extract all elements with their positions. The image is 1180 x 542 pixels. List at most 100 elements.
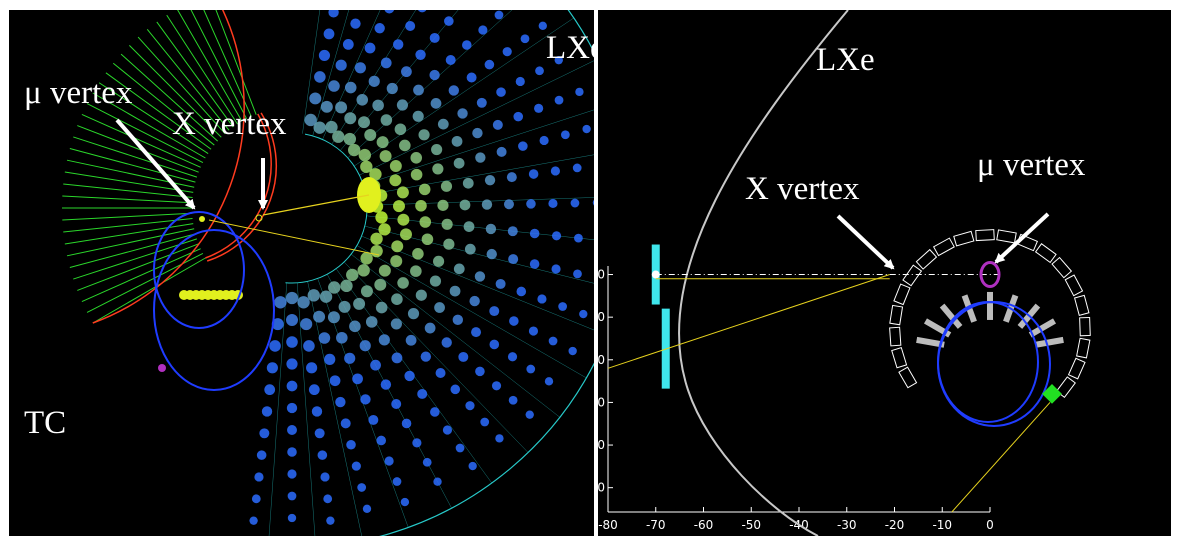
tc-bar [64, 171, 194, 193]
pmt-hit [360, 252, 373, 265]
lxe-outer-arc [378, 10, 594, 536]
lxe-spoke [296, 282, 316, 536]
pmt-hit [401, 418, 412, 429]
pmt-hit [378, 223, 391, 236]
tc-bar [190, 10, 248, 120]
pmt-hit [481, 199, 493, 210]
pmt-hit [452, 314, 463, 326]
pmt-hit [350, 18, 361, 29]
pmt-hit [506, 172, 517, 183]
pmt-hit [314, 71, 326, 83]
pmt-hit [336, 331, 348, 344]
y-tick-label: -10 [598, 310, 605, 324]
pmt-hit [328, 281, 341, 294]
pmt-hit [495, 278, 506, 289]
tc-bar [62, 195, 193, 204]
pmt-hit [372, 99, 384, 112]
pmt-hit [502, 47, 512, 57]
dc-sector [932, 237, 955, 257]
lxe-spoke [343, 261, 529, 453]
pmt-hit [515, 76, 525, 87]
pmt-hit [412, 438, 422, 448]
pmt-hit [362, 504, 372, 513]
gamma-line [607, 274, 890, 369]
pmt-hit [390, 255, 403, 268]
pmt-hit [374, 278, 387, 291]
pmt-hit [354, 62, 366, 74]
pmt-hit [338, 300, 351, 313]
lxe-spoke [268, 282, 288, 536]
pmt-hit [287, 447, 297, 457]
pmt-hit [351, 461, 361, 471]
pmt-hit [575, 87, 584, 97]
pmt-hit [418, 183, 431, 196]
dc-hits [916, 336, 945, 348]
pmt-hit [430, 407, 440, 417]
pmt-hit [489, 339, 500, 350]
tc-bar [92, 257, 206, 324]
pmt-hit [397, 277, 409, 289]
pmt-hit [579, 309, 588, 319]
pmt-hit [415, 49, 426, 60]
pmt-hit [484, 174, 496, 186]
pmt-hit [304, 113, 317, 127]
dc-sector [889, 326, 902, 347]
lxe-spoke [359, 60, 594, 176]
pmt-hit [393, 200, 405, 213]
pmt-hit [458, 351, 469, 362]
pmt-hit [306, 362, 318, 374]
lxe-spoke [331, 10, 417, 145]
dc-sector [996, 229, 1017, 244]
lxe-spoke [354, 17, 575, 167]
pmt-hit [551, 231, 562, 241]
pmt-hit [468, 461, 477, 471]
pmt-hit [396, 186, 409, 199]
pmt-hit [489, 306, 500, 317]
pmt-hit [443, 238, 455, 250]
pmt-hit [484, 59, 495, 70]
x-vertex-arrow [836, 214, 895, 270]
pmt-hit [401, 66, 412, 78]
pmt-hit [455, 443, 465, 453]
pmt-hit [537, 294, 547, 304]
pmt-hit [442, 425, 453, 435]
pmt-hit [364, 42, 376, 54]
pmt-hit [364, 129, 377, 142]
y-tick-label: -20 [598, 353, 605, 367]
pmt-hit [323, 494, 333, 504]
pmt-hit [412, 110, 424, 122]
y-tick-label: -30 [598, 395, 605, 409]
pmt-hit [420, 351, 432, 362]
pmt-hit [274, 296, 287, 309]
pmt-hit [378, 334, 390, 346]
pmt-hit [359, 340, 371, 352]
x-tick-label: -60 [694, 518, 714, 532]
pmt-hit [503, 199, 514, 210]
pmt-hit [368, 414, 379, 425]
tc-bar [112, 62, 215, 146]
projection-axes: -80-70-60-50-40-30-20-1000-10-20-30-40-5… [598, 266, 994, 532]
pmt-hit [459, 199, 471, 211]
lxe-label: LXe [816, 42, 875, 78]
pmt-hit [343, 132, 357, 146]
tc-outer-edge [92, 10, 245, 324]
pmt-hit [269, 340, 281, 352]
x-tick-label: 0 [986, 518, 994, 532]
pmt-hit [254, 472, 264, 482]
tc-bar [86, 252, 204, 313]
pmt-hit [335, 396, 346, 408]
pmt-hit [462, 40, 472, 50]
pmt-hit [346, 268, 359, 282]
positron-helix [153, 211, 245, 329]
lxe-spoke [312, 10, 350, 136]
x-tick-label: -10 [932, 518, 952, 532]
pmt-hit [472, 127, 483, 139]
pmt-hit [486, 248, 497, 260]
pmt-hit [475, 152, 486, 163]
target-marker [651, 270, 660, 279]
dc-sector [902, 264, 923, 287]
mu-vertex-marker [979, 261, 1001, 289]
lxe-spoke [366, 197, 594, 206]
pmt-hit [554, 55, 563, 65]
tc-bar [63, 217, 193, 233]
